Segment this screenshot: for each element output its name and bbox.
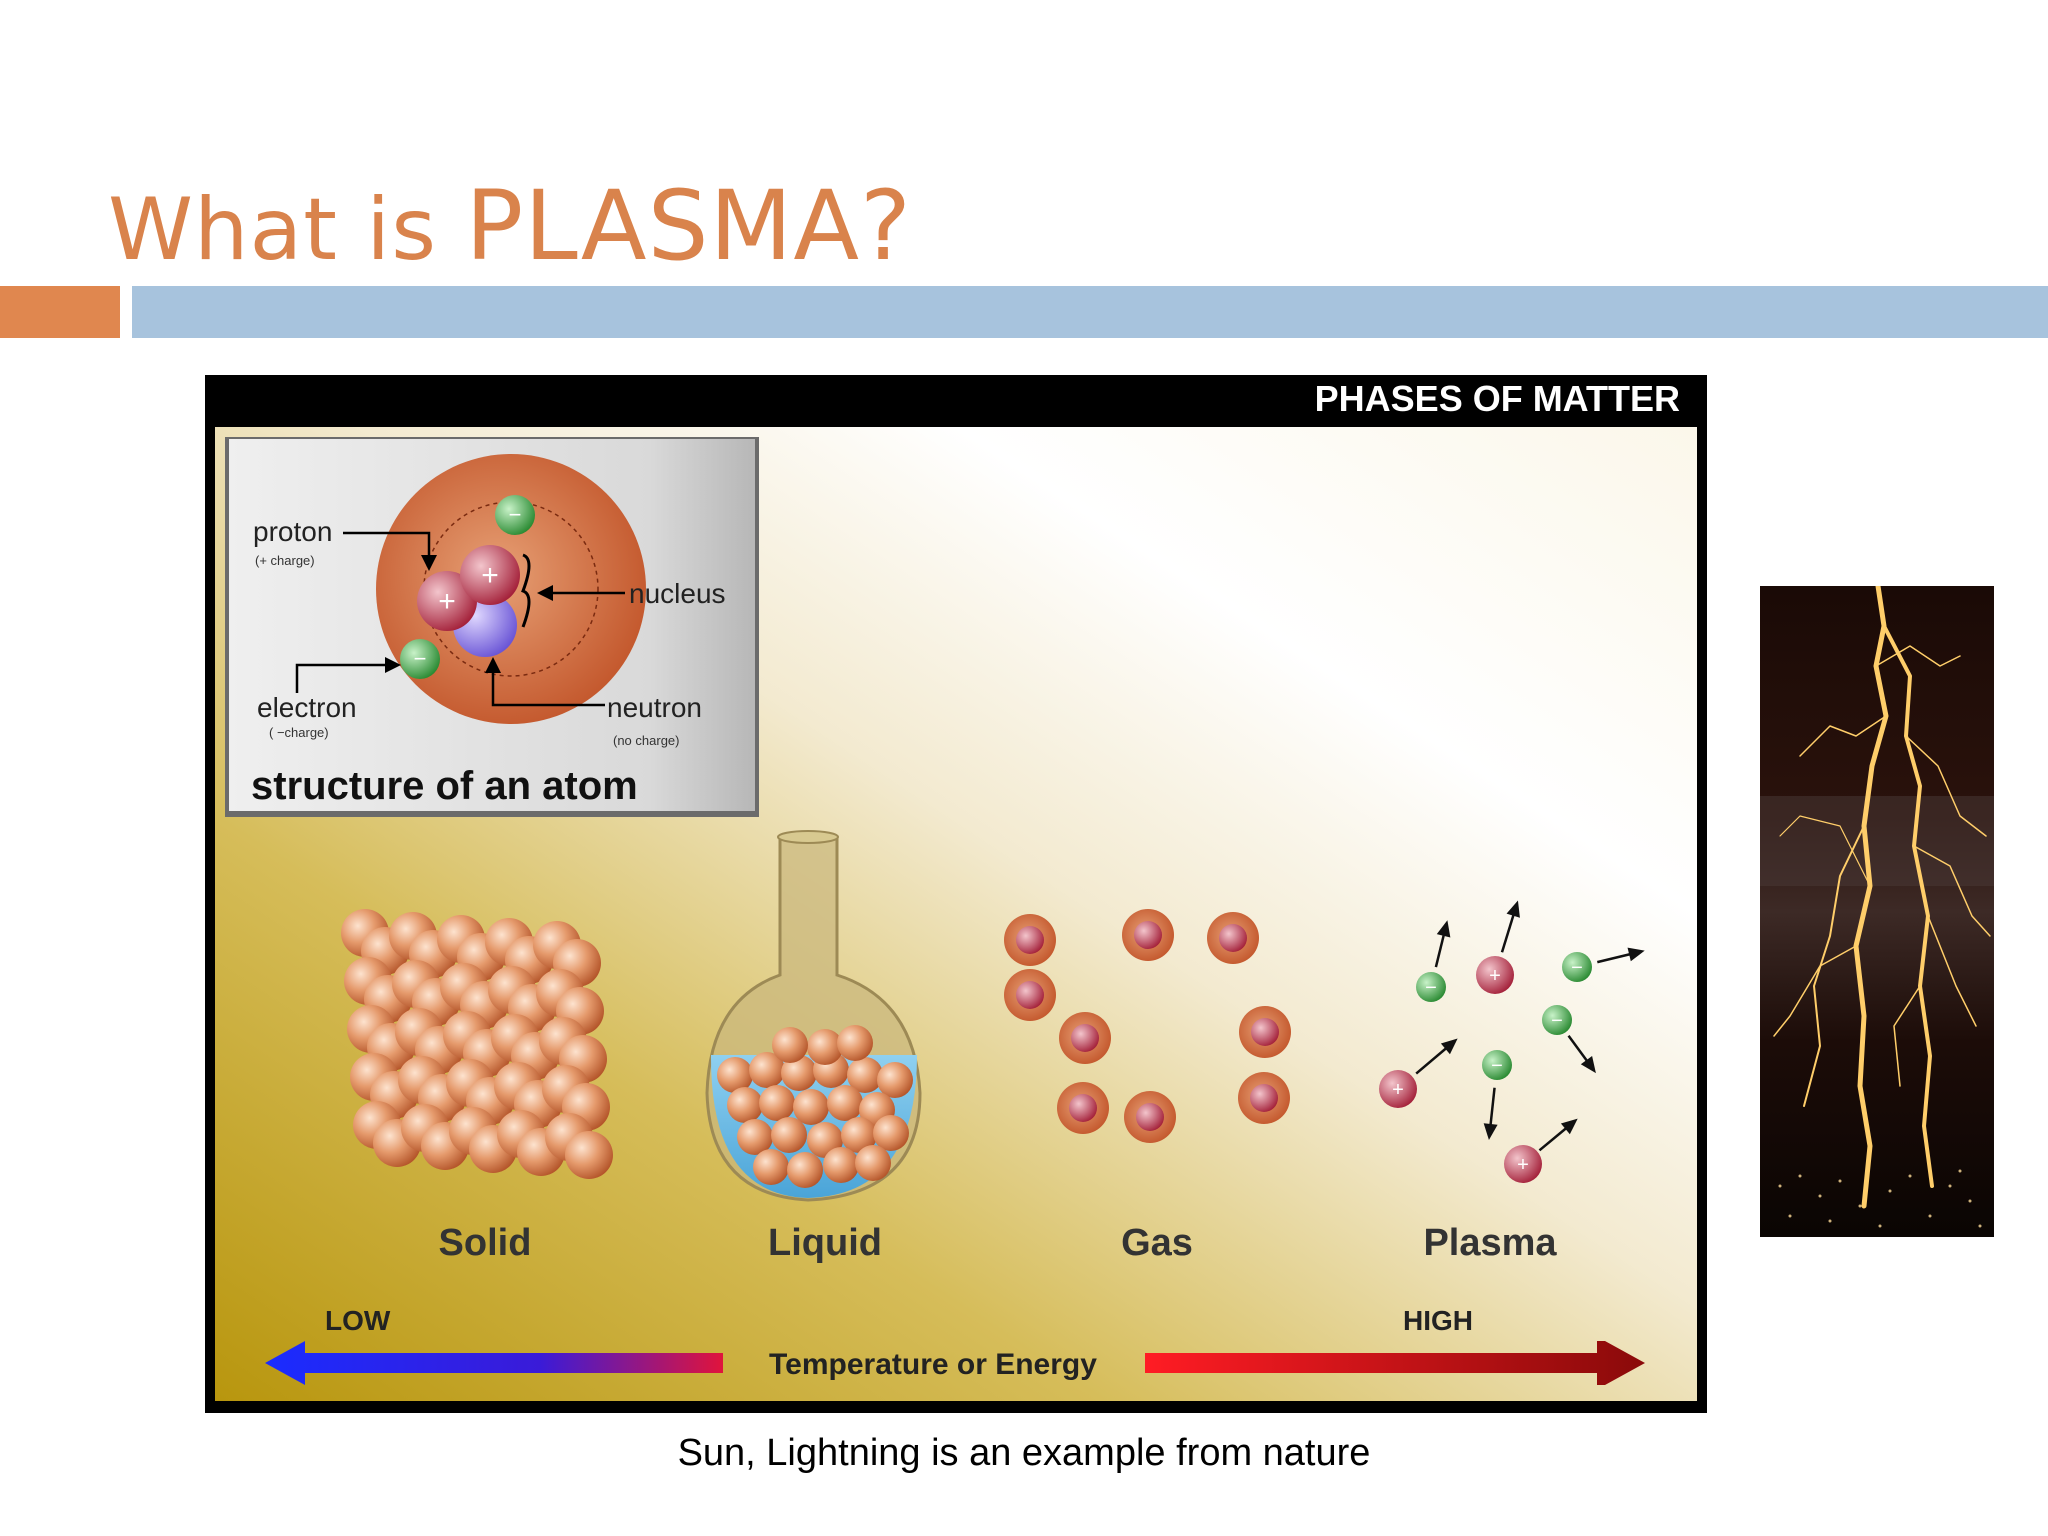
motion-arrow <box>1500 909 1517 953</box>
charge-sign: − <box>1551 1010 1563 1032</box>
plasma-electron <box>1416 972 1446 1002</box>
liquid-particle <box>787 1152 823 1188</box>
proton-label: proton <box>253 516 332 547</box>
motion-arrowhead <box>1560 1118 1578 1135</box>
figure-header: PHASES OF MATTER <box>1315 378 1680 419</box>
electron-particle <box>495 495 535 535</box>
phase-label-gas: Gas <box>1121 1222 1193 1264</box>
electron-particle <box>400 639 440 679</box>
solid-particle <box>565 1131 613 1179</box>
electron-label: electron <box>257 692 357 723</box>
scale-low-label: LOW <box>325 1305 391 1336</box>
charge-sign: − <box>1491 1055 1503 1077</box>
liquid-particle <box>847 1057 883 1093</box>
gas-atom-nucleus <box>1251 1018 1279 1046</box>
liquid-particle <box>749 1052 785 1088</box>
proton-particle <box>417 571 477 631</box>
svg-text:+: + <box>481 559 499 592</box>
liquid-particle <box>827 1085 863 1121</box>
gas-atom-nucleus <box>1250 1084 1278 1112</box>
liquid-particle <box>781 1055 817 1091</box>
liquid-flask <box>705 830 922 1202</box>
neutron-charge-note: (no charge) <box>613 733 679 748</box>
charge-sign: + <box>1517 1154 1529 1176</box>
liquid-particle <box>807 1029 843 1065</box>
title-divider-bar <box>132 286 2048 338</box>
liquid-particle <box>823 1147 859 1183</box>
motion-arrowhead <box>1440 1038 1458 1055</box>
liquid-particle <box>837 1025 873 1061</box>
plasma-ion <box>1379 1070 1417 1108</box>
plasma-electron <box>1562 952 1592 982</box>
motion-arrow <box>1597 951 1636 964</box>
gas-atom-nucleus <box>1016 926 1044 954</box>
phase-label-solid: Solid <box>439 1222 532 1264</box>
liquid-particle <box>717 1057 753 1093</box>
plasma-electron <box>1542 1005 1572 1035</box>
neutron-label: neutron <box>607 692 702 723</box>
atom-panel-title: structure of an atom <box>251 764 638 808</box>
gas-atom-nucleus <box>1219 924 1247 952</box>
charge-sign: + <box>1489 965 1501 987</box>
motion-arrowhead <box>1436 920 1451 938</box>
proton-charge-note: (+ charge) <box>255 553 315 568</box>
phase-label-liquid: Liquid <box>768 1222 882 1264</box>
motion-arrowhead <box>1580 1056 1596 1074</box>
low-arrow <box>265 1341 723 1385</box>
liquid-particle <box>753 1149 789 1185</box>
motion-arrow <box>1538 1124 1571 1152</box>
gas-atom-nucleus <box>1071 1024 1099 1052</box>
plasma-particles: − + − − + − + <box>1379 900 1645 1183</box>
nucleus-label: nucleus <box>629 578 726 609</box>
solid-particles <box>341 909 613 1179</box>
plasma-ion <box>1504 1145 1542 1183</box>
plasma-electron <box>1482 1050 1512 1080</box>
gas-atom-nucleus <box>1016 981 1044 1009</box>
motion-arrowhead <box>1627 947 1645 962</box>
high-arrow <box>1145 1341 1645 1385</box>
charge-sign: − <box>1571 957 1583 979</box>
liquid-particle <box>759 1085 795 1121</box>
liquid-particle <box>737 1119 773 1155</box>
electron-charge-note: ( −charge) <box>269 725 329 740</box>
phase-label-plasma: Plasma <box>1423 1222 1557 1264</box>
gas-atom-nucleus <box>1136 1103 1164 1131</box>
title-prefix: What is <box>108 180 466 280</box>
plasma-ion <box>1476 956 1514 994</box>
gas-atom-nucleus <box>1134 921 1162 949</box>
proton-particle <box>460 545 520 605</box>
charge-sign: + <box>1392 1079 1404 1101</box>
motion-arrow <box>1567 1035 1592 1066</box>
liquid-particle <box>727 1087 763 1123</box>
phases-of-matter-figure: PHASES OF MATTER + + − − proton (+ charg… <box>205 375 1707 1413</box>
svg-text:+: + <box>438 585 456 618</box>
svg-text:−: − <box>414 646 427 671</box>
gas-atom-nucleus <box>1069 1094 1097 1122</box>
motion-arrow <box>1434 929 1447 968</box>
charge-sign: − <box>1425 977 1437 999</box>
liquid-particle <box>841 1117 877 1153</box>
liquid-particle <box>877 1062 913 1098</box>
liquid-particle <box>772 1027 808 1063</box>
liquid-particle <box>855 1145 891 1181</box>
gas-particles <box>1004 909 1291 1143</box>
svg-text:−: − <box>509 502 522 527</box>
slide-title: What is PLASMA? <box>108 170 912 282</box>
motion-arrowhead <box>1483 1123 1498 1140</box>
liquid-particle <box>793 1089 829 1125</box>
motion-arrow <box>1415 1044 1451 1075</box>
title-main: PLASMA? <box>465 170 912 282</box>
title-accent-bar <box>0 286 120 338</box>
scale-label: Temperature or Energy <box>769 1348 1097 1381</box>
liquid-particle <box>771 1117 807 1153</box>
scale-high-label: HIGH <box>1403 1305 1473 1336</box>
atom-structure-panel: + + − − proton (+ charge) nucleus electr… <box>225 437 759 817</box>
lightning-photo <box>1760 586 1994 1237</box>
slide-caption: Sun, Lightning is an example from nature <box>677 1432 1371 1474</box>
liquid-particle <box>873 1115 909 1151</box>
motion-arrow <box>1488 1087 1496 1131</box>
motion-arrowhead <box>1506 900 1520 918</box>
